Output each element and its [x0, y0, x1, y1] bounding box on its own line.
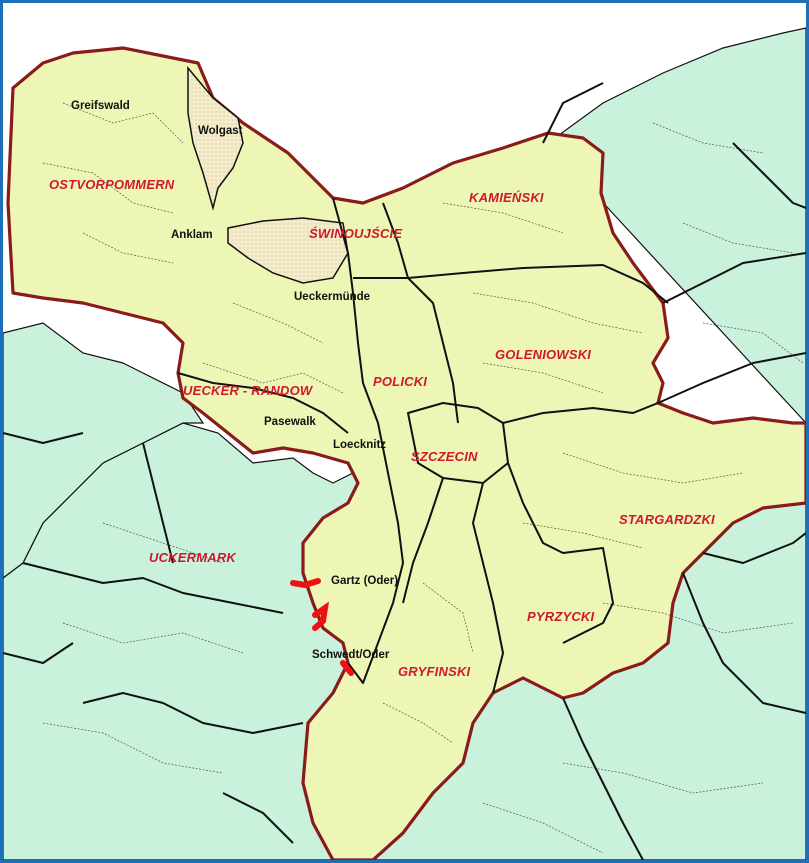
map-canvas [3, 3, 806, 860]
region-label-szczecin: SZCZECIN [411, 449, 478, 464]
hatched-area-north [187, 65, 244, 211]
outside-land-west [3, 322, 205, 579]
region-label-uckermark: UCKERMARK [149, 550, 237, 565]
region-label-kamienski: KAMIEŃSKI [469, 190, 544, 205]
town-label-greifswald: Greifswald [71, 100, 130, 112]
region-label-uecker-randow: UECKER - RANDOW [183, 383, 313, 398]
region-label-policki: POLICKI [373, 374, 428, 389]
town-label-pasewalk: Pasewalk [264, 416, 316, 428]
region-label-pyrzycki: PYRZYCKI [527, 609, 595, 624]
municipal-boundaries [42, 102, 804, 854]
town-label-anklam: Anklam [171, 229, 213, 241]
region-label-gryfinski: GRYFINSKI [398, 664, 471, 679]
study-region [6, 46, 806, 860]
town-label-loecknitz: Loecknitz [333, 439, 387, 451]
region-label-goleniowski: GOLENIOWSKI [495, 347, 592, 362]
region-label-ostvorpommern: OSTVORPOMMERN [49, 177, 175, 192]
town-label-wolgast: Wolgast [198, 125, 243, 137]
town-label-gartz: Gartz (Oder) [331, 575, 399, 587]
county-boundaries [3, 82, 806, 860]
hatched-area-south [227, 217, 349, 284]
region-label-swinoujscie: ŚWINOUJŚCIE [309, 226, 403, 241]
red-highlight-marks [290, 578, 354, 676]
town-label-ueckermunde: Ueckermünde [294, 291, 371, 303]
region-label-stargardzki: STARGARDZKI [619, 512, 715, 527]
town-label-schwedt: Schwedt/Oder [312, 649, 390, 661]
